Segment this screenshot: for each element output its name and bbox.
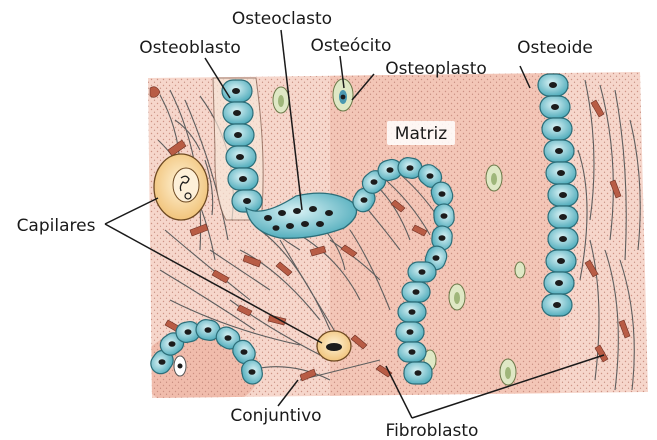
- osteocito-label: Osteócito: [311, 36, 392, 56]
- osteocyte: [174, 356, 186, 376]
- osteocyte: [273, 87, 289, 113]
- osteocyte: [449, 284, 465, 310]
- capilares-label: Capilares: [17, 216, 96, 236]
- osteocyte: [515, 262, 525, 278]
- osteocyte: [486, 165, 502, 191]
- osteoide-label: Osteoide: [517, 38, 593, 58]
- osteoblast-column-left: [213, 78, 263, 220]
- conjuntivo-label: Conjuntivo: [230, 406, 321, 426]
- osteocyte: [500, 359, 516, 385]
- capillary-large: [154, 154, 208, 220]
- fibroblasto-label: Fibroblasto: [386, 421, 479, 440]
- capillary-small: [317, 331, 351, 361]
- osteoplasto-label: Osteoplasto: [385, 59, 487, 79]
- osteoblasto-label: Osteoblasto: [139, 38, 241, 58]
- matrix-label: Matriz: [395, 124, 447, 144]
- osteoclasto-label: Osteoclasto: [232, 9, 332, 29]
